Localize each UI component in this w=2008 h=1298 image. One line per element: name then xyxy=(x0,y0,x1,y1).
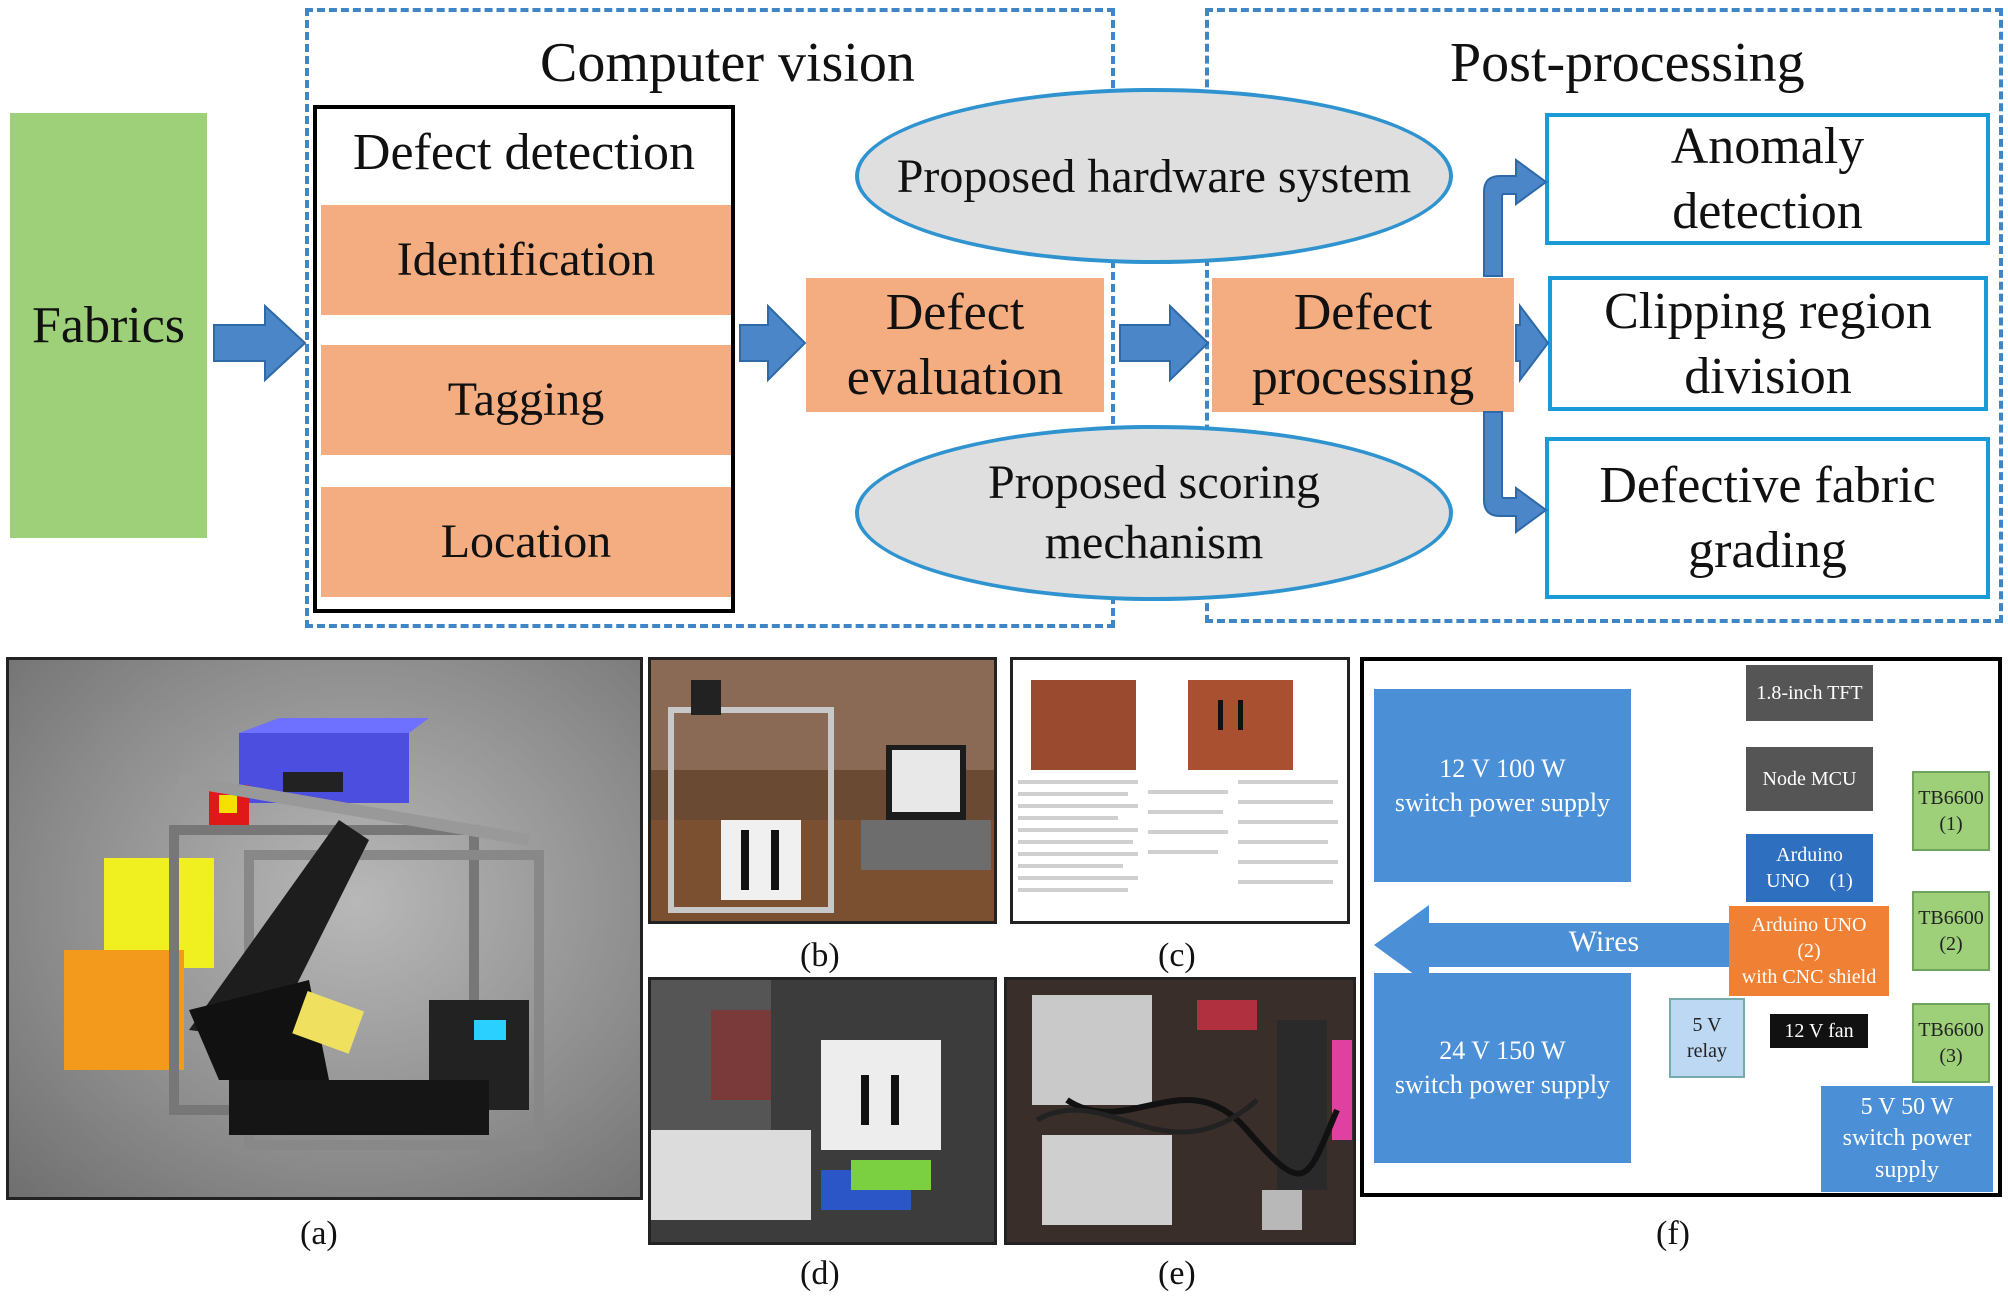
hardware-photo-b xyxy=(651,660,994,921)
defect-evaluation-line2: evaluation xyxy=(846,349,1064,406)
arduino-uno-1-box: Arduino UNO (1) xyxy=(1746,834,1873,902)
tb6600-1-line1: TB6600 xyxy=(1918,787,1984,809)
panel-f-wiring: 12 V 100 W switch power supply 24 V 150 … xyxy=(1360,657,2002,1197)
defect-processing-box: Defect processing xyxy=(1212,278,1514,412)
psu-12v-line1: 12 V 100 W xyxy=(1439,753,1566,783)
post-processing-region xyxy=(1205,8,2003,623)
tagging-box: Tagging xyxy=(321,345,731,455)
post-processing-title: Post-processing xyxy=(1450,32,1805,94)
psu-24v-line1: 24 V 150 W xyxy=(1439,1036,1566,1066)
tft-box: 1.8-inch TFT xyxy=(1746,665,1873,721)
hardware-photo-d xyxy=(651,980,941,1220)
arduino-uno-2-box: Arduino UNO (2) with CNC shield xyxy=(1729,906,1889,996)
caption-d: (d) xyxy=(800,1255,840,1292)
defect-evaluation-box: Defect evaluation xyxy=(806,278,1104,412)
grading-line1: Defective fabric xyxy=(1599,457,1936,514)
clipping-region-box: Clipping region division xyxy=(1548,276,1988,411)
anomaly-detection-line1: Anomaly xyxy=(1670,118,1865,175)
panel-a-render xyxy=(6,657,643,1200)
psu-24v-line2: switch power supply xyxy=(1394,1070,1611,1099)
fabrics-label: Fabrics xyxy=(31,297,186,354)
caption-c: (c) xyxy=(1158,937,1196,974)
arduino-uno-2-line1: Arduino UNO xyxy=(1751,914,1867,936)
software-screenshot-c xyxy=(1018,680,1338,892)
panel-e-photo xyxy=(1004,977,1356,1245)
flow-arrows xyxy=(213,158,1550,534)
relay-line1: 5 V xyxy=(1692,1014,1722,1036)
arrow-down-right-icon xyxy=(1483,411,1548,534)
grading-line2: grading xyxy=(1688,522,1847,579)
psu-5v-line1: 5 V 50 W xyxy=(1860,1094,1954,1121)
computer-vision-title: Computer vision xyxy=(540,32,915,94)
scoring-mechanism-line1: Proposed scoring xyxy=(988,456,1320,509)
psu-12v-box: 12 V 100 W switch power supply xyxy=(1374,689,1631,882)
wires-arrow-icon xyxy=(1374,905,1732,985)
tb6600-1-box: TB6600 (1) xyxy=(1912,771,1990,851)
panel-b-photo xyxy=(648,657,997,924)
arduino-uno-1-line1: Arduino xyxy=(1776,844,1843,866)
caption-b: (b) xyxy=(800,937,840,974)
scoring-mechanism-line2: mechanism xyxy=(1044,516,1264,569)
tb6600-3-box: TB6600 (3) xyxy=(1912,1003,1990,1083)
arrow-right-icon xyxy=(1119,303,1210,383)
fabrics-box: Fabrics xyxy=(10,113,207,538)
tb6600-3-line1: TB6600 xyxy=(1918,1019,1984,1041)
psu-24v-box: 24 V 150 W switch power supply xyxy=(1374,973,1631,1163)
defect-detection-title: Defect detection xyxy=(352,123,696,181)
nodemcu-label: Node MCU xyxy=(1762,768,1857,790)
grading-box: Defective fabric grading xyxy=(1545,437,1990,599)
scoring-mechanism-ellipse: Proposed scoring mechanism xyxy=(855,425,1453,601)
location-label: Location xyxy=(440,515,612,569)
tb6600-3-line2: (3) xyxy=(1939,1045,1963,1067)
tb6600-1-line2: (1) xyxy=(1939,813,1963,835)
arduino-uno-2-line2: (2) xyxy=(1797,940,1821,962)
identification-box: Identification xyxy=(321,205,731,315)
defect-evaluation-line1: Defect xyxy=(885,284,1025,341)
psu-5v-line2: switch power xyxy=(1842,1125,1972,1152)
psu-5v-line3: supply xyxy=(1874,1156,1939,1183)
defect-processing-line1: Defect xyxy=(1293,284,1433,341)
defect-processing-line2: processing xyxy=(1251,349,1475,406)
tb6600-2-box: TB6600 (2) xyxy=(1912,891,1990,971)
clipping-region-line1: Clipping region xyxy=(1604,282,1932,340)
arrow-up-right-icon xyxy=(1483,158,1548,277)
arduino-uno-1-line2: UNO (1) xyxy=(1766,870,1853,892)
arrow-right-icon xyxy=(739,303,807,383)
fan-box: 12 V fan xyxy=(1770,1014,1868,1048)
relay-box: 5 V relay xyxy=(1669,998,1745,1078)
arrow-right-icon xyxy=(1515,303,1550,383)
computer-vision-region xyxy=(305,8,1115,628)
panel-d-photo xyxy=(648,977,997,1245)
hardware-system-ellipse: Proposed hardware system xyxy=(855,88,1453,264)
caption-f: (f) xyxy=(1656,1215,1690,1252)
machine-render-illustration xyxy=(64,718,544,1150)
hardware-system-label: Proposed hardware system xyxy=(896,149,1412,203)
hardware-photo-e xyxy=(1032,995,1352,1230)
flow-diagram: Computer vision Post-processing Fabrics … xyxy=(0,0,2008,630)
nodemcu-box: Node MCU xyxy=(1746,747,1873,811)
anomaly-detection-line2: detection xyxy=(1672,183,1863,240)
identification-label: Identification xyxy=(396,233,656,287)
tb6600-2-line2: (2) xyxy=(1939,933,1963,955)
anomaly-detection-box: Anomaly detection xyxy=(1545,113,1990,245)
clipping-region-line2: division xyxy=(1684,347,1852,405)
caption-e: (e) xyxy=(1158,1255,1196,1292)
panel-c-software xyxy=(1010,657,1350,924)
arduino-uno-2-line3: with CNC shield xyxy=(1741,966,1877,988)
tagging-label: Tagging xyxy=(447,373,605,427)
relay-line2: relay xyxy=(1687,1040,1727,1062)
wires-label: Wires xyxy=(1568,924,1640,958)
psu-5v-box: 5 V 50 W switch power supply xyxy=(1821,1086,1993,1192)
location-box: Location xyxy=(321,487,731,597)
psu-12v-line2: switch power supply xyxy=(1394,787,1611,817)
fan-label: 12 V fan xyxy=(1784,1020,1854,1042)
tb6600-2-line1: TB6600 xyxy=(1918,907,1984,929)
defect-detection-box: Defect detection Identification Tagging … xyxy=(313,105,735,613)
caption-a: (a) xyxy=(300,1215,338,1252)
arrow-right-icon xyxy=(213,303,307,383)
tft-label: 1.8-inch TFT xyxy=(1756,682,1863,704)
